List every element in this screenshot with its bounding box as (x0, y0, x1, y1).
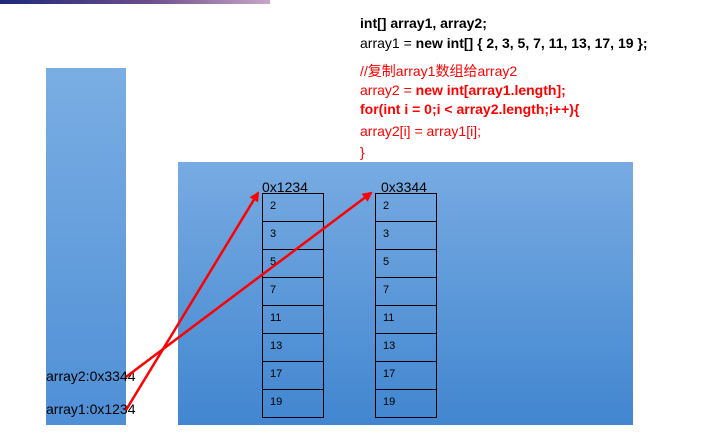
stack-region (46, 68, 126, 425)
array1-cell: 13 (263, 334, 323, 362)
code-line-close: } (360, 144, 365, 160)
code-line-declare: int[] array1, array2; (360, 14, 487, 33)
code-line-for: for(int i = 0;i < array2.length;i++){ (360, 101, 580, 117)
code-text: array1, array2; (390, 15, 487, 31)
array1-cell: 2 (263, 194, 323, 222)
array2-cell: 13 (376, 334, 436, 362)
array1-cell: 7 (263, 278, 323, 306)
title-accent-bar (0, 0, 270, 4)
array1-address: 0x1234 (262, 179, 308, 195)
array1-cell: 17 (263, 362, 323, 390)
arrow-array2-ref (125, 191, 373, 378)
array1-cell: 5 (263, 250, 323, 278)
array2-cell: 17 (376, 362, 436, 390)
array1-cell: 11 (263, 306, 323, 334)
code-keyword: new int[] (415, 35, 478, 51)
code-comment: //复制array1数组给array2 (360, 63, 518, 79)
code-text: array1 = (360, 35, 416, 51)
array2-address: 0x3344 (381, 179, 427, 195)
arrow-array1-ref (124, 191, 260, 411)
array2-cell: 19 (376, 390, 436, 418)
array2-cell: 2 (376, 194, 436, 222)
code-text: array2 = (360, 82, 416, 98)
code-text: { 2, 3, 5, 7, 11, 13, 17, 19 }; (477, 35, 648, 51)
code-line-init: array1 = new int[] { 2, 3, 5, 7, 11, 13,… (360, 34, 648, 53)
code-keyword: new int[array1.length]; (415, 82, 566, 98)
heap-region (178, 162, 633, 425)
array2-cell: 11 (376, 306, 436, 334)
stack-var-array1: array1:0x1234 (46, 401, 136, 417)
array1-cell: 3 (263, 222, 323, 250)
code-line-alloc: array2 = new int[array1.length]; (360, 81, 566, 100)
code-line-assign: array2[i] = array1[i]; (360, 123, 481, 139)
stack-var-array2: array2:0x3344 (46, 368, 136, 384)
array1-cell: 19 (263, 390, 323, 418)
array2-cell: 5 (376, 250, 436, 278)
code-keyword: int[] (360, 15, 391, 31)
array2-cell: 3 (376, 222, 436, 250)
array2-cell: 7 (376, 278, 436, 306)
